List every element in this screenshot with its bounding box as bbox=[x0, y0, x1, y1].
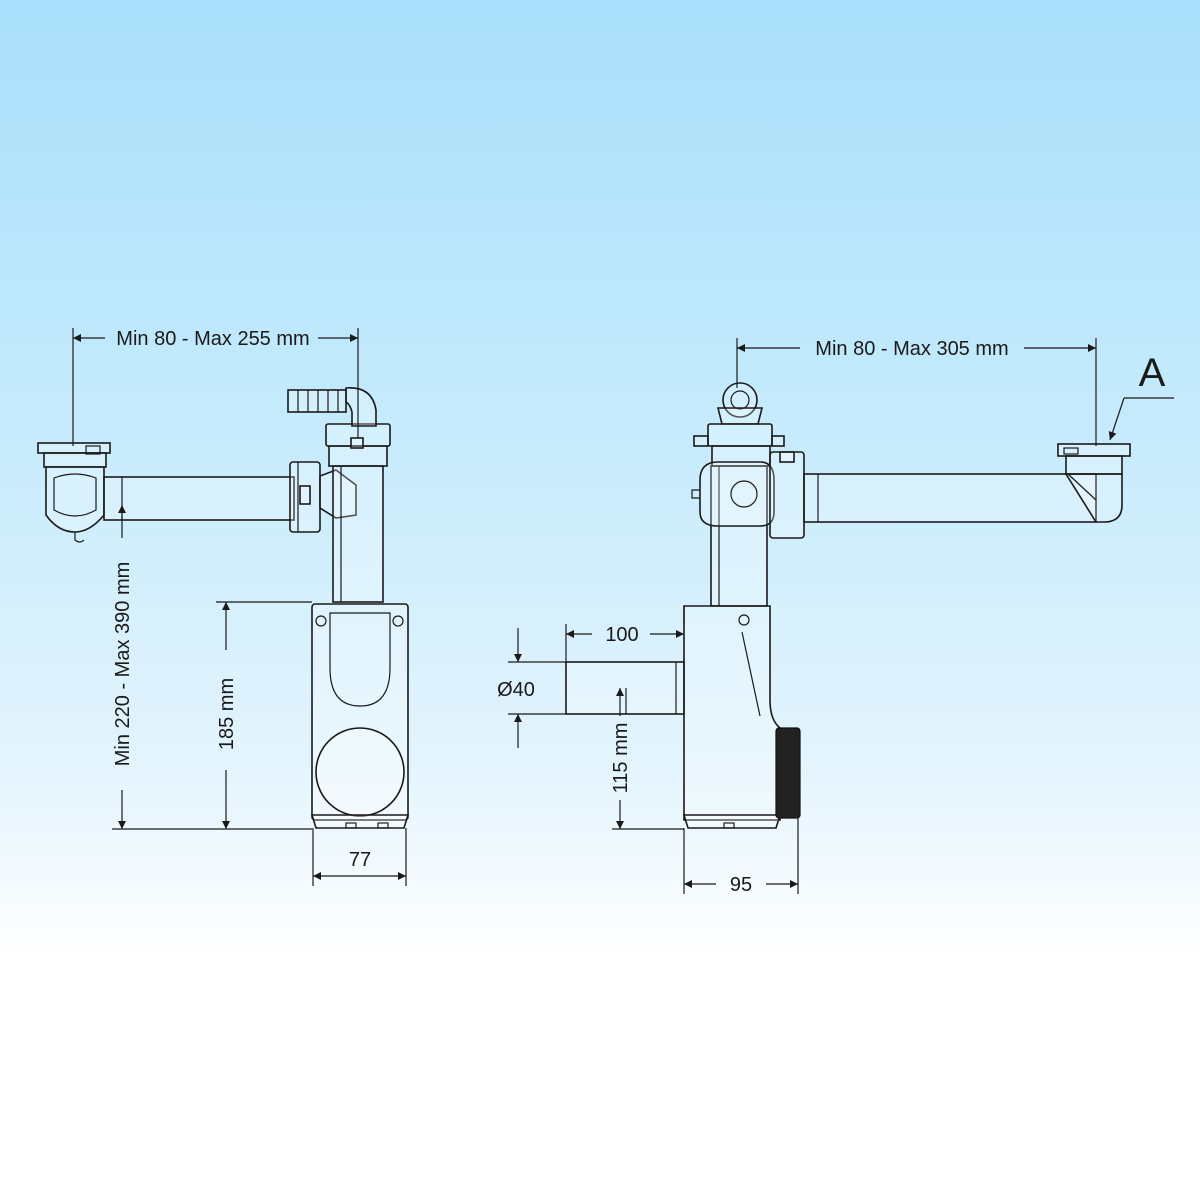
right-view: Min 80 - Max 305 mm A 100 Ø40 bbox=[497, 338, 1174, 896]
left-siphon-body bbox=[310, 603, 410, 829]
right-siphon-body bbox=[682, 605, 801, 829]
right-outlet-diameter-dimension: Ø40 bbox=[497, 628, 566, 748]
detail-marker-label: A bbox=[1139, 351, 1166, 395]
left-height-dimension: Min 220 - Max 390 mm bbox=[112, 505, 312, 830]
left-width-range-label: Min 80 - Max 255 mm bbox=[116, 328, 309, 350]
left-body-width-label: 77 bbox=[349, 849, 371, 871]
right-width-range-label: Min 80 - Max 305 mm bbox=[815, 338, 1008, 360]
right-overflow-pipe bbox=[769, 451, 1123, 539]
right-body-depth-dimension: 95 bbox=[683, 818, 799, 896]
right-body-depth-label: 95 bbox=[730, 874, 752, 896]
right-outlet-height-dimension: 115 mm bbox=[610, 688, 684, 830]
right-outlet-length-dimension: 100 bbox=[565, 606, 685, 662]
right-outlet-height-label: 115 mm bbox=[610, 723, 632, 794]
left-body-height-label: 185 mm bbox=[216, 678, 238, 750]
right-outlet-pipe bbox=[565, 661, 685, 715]
left-height-range-label: Min 220 - Max 390 mm bbox=[112, 562, 134, 767]
right-outlet-diameter-label: Ø40 bbox=[497, 679, 535, 701]
left-body-width-dimension: 77 bbox=[312, 828, 407, 886]
left-view: Min 80 - Max 255 mm Min 220 - Max 390 mm… bbox=[37, 328, 410, 886]
right-strainer bbox=[1057, 443, 1131, 475]
left-overflow-pipe bbox=[103, 461, 357, 533]
right-hose-nozzle bbox=[716, 382, 764, 425]
right-top-nut bbox=[693, 423, 785, 467]
right-vertical-tube bbox=[691, 461, 775, 607]
right-outlet-length-label: 100 bbox=[605, 624, 638, 646]
detail-marker-a: A bbox=[1108, 351, 1174, 441]
left-vertical-tube bbox=[325, 423, 391, 603]
left-hose-connector bbox=[287, 387, 377, 427]
left-strainer bbox=[37, 442, 111, 543]
right-width-dimension: Min 80 - Max 305 mm bbox=[736, 338, 1097, 446]
left-body-height-dimension: 185 mm bbox=[216, 601, 312, 829]
left-width-dimension: Min 80 - Max 255 mm bbox=[72, 328, 359, 446]
